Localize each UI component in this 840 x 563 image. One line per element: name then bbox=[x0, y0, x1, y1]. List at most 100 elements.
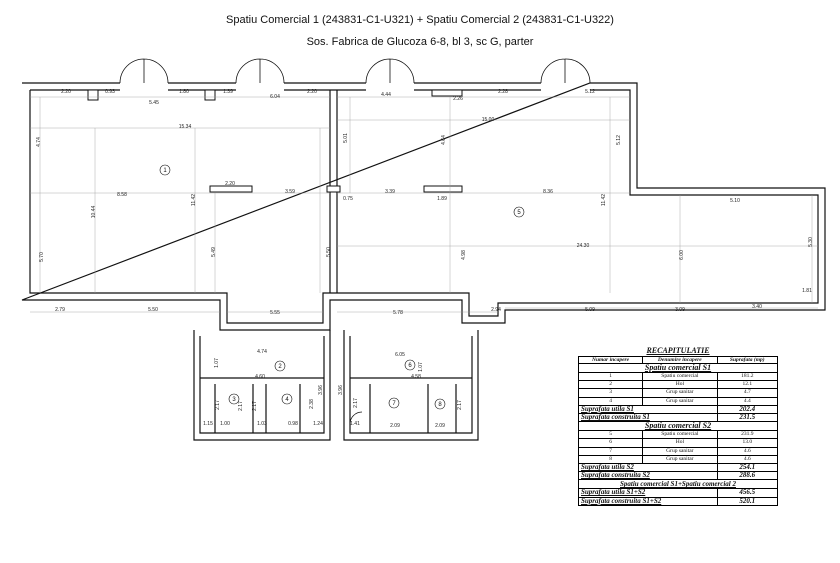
total-label: Suprafata construita S2 bbox=[578, 471, 718, 481]
dimension-label: 5.50 bbox=[326, 247, 332, 257]
dimension-label: 2.28 bbox=[498, 89, 508, 95]
room-number: 7 bbox=[392, 401, 396, 407]
dimension-label: 2.17 bbox=[252, 401, 258, 411]
recap-table: RECAPITULATIE Numar incapere Denumire in… bbox=[577, 346, 779, 506]
dimension-label: 0.75 bbox=[343, 196, 353, 202]
dimension-label: 15.34 bbox=[179, 124, 192, 130]
cell: Hol bbox=[642, 438, 718, 448]
dimension-label: 4.60 bbox=[255, 374, 265, 380]
dimension-label: 5.78 bbox=[393, 310, 403, 316]
dimension-label: 1.03 bbox=[257, 421, 267, 427]
dimension-label: 5.45 bbox=[149, 100, 159, 106]
cell: 7 bbox=[577, 446, 644, 456]
room-number: 8 bbox=[438, 402, 442, 408]
dimension-label: 10.44 bbox=[91, 206, 97, 219]
dimension-label: 3.96 bbox=[338, 385, 344, 395]
dimension-label: 0.93 bbox=[105, 89, 115, 95]
dimension-label: 1.41 bbox=[350, 421, 360, 427]
total-label: Suprafata utila S1+S2 bbox=[578, 488, 718, 498]
room-number: 5 bbox=[517, 210, 521, 216]
dimension-label: 2.38 bbox=[309, 399, 315, 409]
plan-title: Spatiu Comercial 1 (243831-C1-U321) + Sp… bbox=[226, 14, 614, 26]
dimension-label: 2.20 bbox=[61, 89, 71, 95]
dimension-label: 4.74 bbox=[36, 137, 42, 147]
dimension-label: 11.42 bbox=[191, 194, 197, 206]
cell: Grup sanitar bbox=[642, 454, 718, 465]
dimension-label: 1.89 bbox=[437, 196, 447, 202]
room-number: 2 bbox=[278, 364, 282, 370]
total-label: Suprafata construita S1+S2 bbox=[578, 496, 718, 506]
dimension-label: 2.79 bbox=[55, 307, 65, 313]
dimension-label: 2.20 bbox=[225, 181, 235, 187]
dimension-label: 5.12 bbox=[585, 89, 595, 95]
dimension-label: 1.07 bbox=[418, 362, 424, 372]
section-s2: Spatiu comercial S2 bbox=[578, 421, 778, 432]
cell: 231.9 bbox=[716, 430, 779, 440]
room-marker-circle bbox=[228, 393, 240, 405]
dimension-label: 5.55 bbox=[270, 310, 280, 316]
room-number: 3 bbox=[232, 397, 236, 403]
cell: 6 bbox=[577, 438, 644, 448]
total-value: 231.5 bbox=[716, 413, 779, 423]
dimension-label: 2.09 bbox=[435, 423, 445, 429]
section-s1: Spatiu comercial S1 bbox=[578, 363, 778, 373]
room-marker-circle bbox=[434, 398, 446, 410]
room-marker-circle bbox=[159, 164, 171, 176]
cell: 181.2 bbox=[716, 371, 779, 382]
total-value: 456.5 bbox=[716, 488, 779, 498]
dimension-label: 5.01 bbox=[343, 133, 349, 143]
dimension-label: 1.81 bbox=[802, 288, 812, 294]
dimension-label: 5.12 bbox=[616, 135, 622, 145]
room-marker-circle bbox=[388, 397, 400, 409]
dimension-label: 2.09 bbox=[390, 423, 400, 429]
cell: Hol bbox=[642, 380, 718, 390]
dimension-label: 11.42 bbox=[601, 194, 607, 206]
dimension-label: 2.26 bbox=[453, 96, 463, 102]
total-value: 520.1 bbox=[716, 496, 779, 506]
room-marker-circle bbox=[404, 359, 416, 371]
dimension-label: 5.50 bbox=[148, 307, 158, 313]
doors bbox=[119, 58, 591, 425]
dimension-label: 6.00 bbox=[679, 250, 685, 260]
col-header-number: Numar incapere bbox=[577, 356, 644, 364]
dimension-label: 1.07 bbox=[214, 358, 220, 368]
room-number: 1 bbox=[163, 168, 167, 174]
dimension-label: 24.30 bbox=[577, 243, 590, 249]
room-marker-circle bbox=[274, 360, 286, 372]
dimension-label: 5.49 bbox=[211, 247, 217, 257]
dimension-label: 2.17 bbox=[215, 400, 221, 410]
dimension-label: 5.10 bbox=[730, 198, 740, 204]
dimension-label: 2.17 bbox=[238, 401, 244, 411]
dimension-label: 3.40 bbox=[752, 304, 762, 310]
cell: 13.0 bbox=[716, 438, 779, 448]
walls bbox=[21, 82, 826, 441]
room-marker-circle bbox=[281, 393, 293, 405]
dimension-label: 6.05 bbox=[395, 352, 405, 358]
dimension-label: 1.80 bbox=[179, 89, 189, 95]
dimension-label: 1.24 bbox=[313, 421, 323, 427]
dimension-label: 8.36 bbox=[543, 189, 553, 195]
dimension-label: 3.39 bbox=[385, 189, 395, 195]
dimension-label: 3.59 bbox=[285, 189, 295, 195]
cell: 3 bbox=[577, 388, 644, 398]
cell: 5 bbox=[577, 430, 644, 440]
cell: Grup sanitar bbox=[642, 446, 718, 456]
dimension-label: 15.00 bbox=[482, 117, 495, 123]
dimension-label: 4.98 bbox=[461, 250, 467, 260]
dimension-label: 5.30 bbox=[808, 237, 814, 247]
cell: 12.1 bbox=[716, 380, 779, 390]
room-number: 6 bbox=[408, 363, 412, 369]
dimension-label: 2.17 bbox=[457, 400, 463, 410]
dimension-label: 6.04 bbox=[270, 94, 280, 100]
cell: Grup sanitar bbox=[642, 388, 718, 398]
dimension-label: 4.44 bbox=[381, 92, 391, 98]
dimension-label: 3.96 bbox=[318, 385, 324, 395]
dimension-label: 1.15 bbox=[203, 421, 213, 427]
